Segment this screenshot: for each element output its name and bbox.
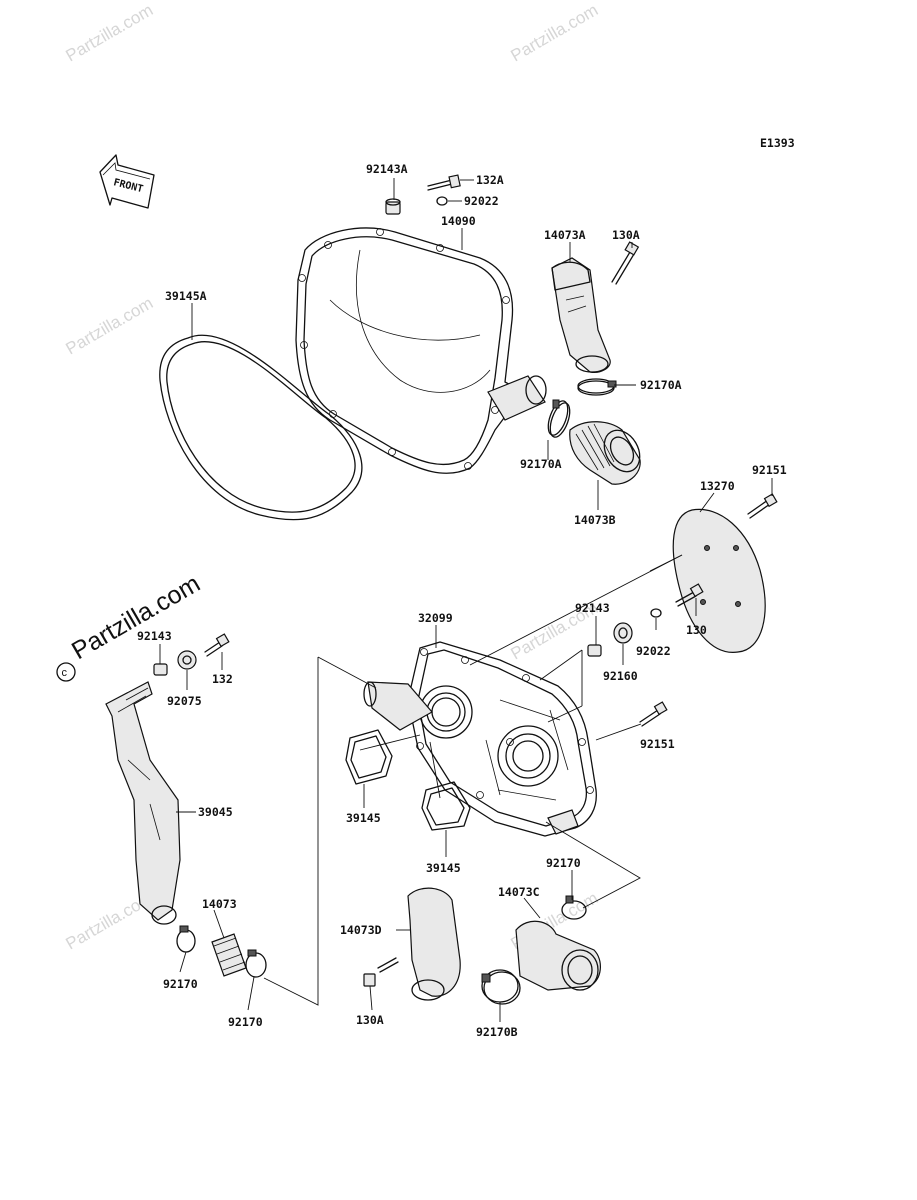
label-92170-left: 92170	[163, 977, 198, 991]
front-arrow-icon: FRONT	[99, 154, 155, 209]
gasket-39145-b	[421, 781, 471, 831]
leader-lines	[125, 178, 773, 1022]
label-132: 132	[212, 672, 233, 686]
clamp-92170-left	[176, 925, 196, 953]
cover-32099	[363, 641, 597, 837]
label-92170A-left: 92170A	[520, 457, 562, 471]
clamp-92170A-right	[577, 378, 617, 396]
cover-14090	[295, 227, 547, 474]
label-92143-left: 92143	[137, 629, 172, 643]
label-14090: 14090	[441, 214, 476, 228]
clamp-92170-bottom	[245, 949, 267, 978]
label-130: 130	[686, 623, 707, 637]
grommet-92160	[613, 622, 633, 644]
label-92160: 92160	[603, 669, 638, 683]
bolt-130	[675, 583, 704, 607]
bolt-92151-top	[747, 493, 778, 519]
collar-92143-left	[153, 663, 168, 676]
diagram-code: E1393	[760, 136, 795, 150]
clamp-92170B	[481, 969, 521, 1005]
label-92151-top: 92151	[752, 463, 787, 477]
clamp-92170-right	[561, 895, 587, 920]
boot-14073B	[569, 421, 641, 485]
label-14073B: 14073B	[574, 513, 616, 527]
bolt-92151-mid	[639, 701, 668, 727]
bolt-130A-bottom	[363, 957, 399, 987]
label-92022-top: 92022	[464, 194, 499, 208]
front-arrow-text: FRONT	[112, 177, 144, 195]
label-92170-bottom: 92170	[228, 1015, 263, 1029]
duct-14073C	[515, 920, 601, 991]
label-14073C: 14073C	[498, 885, 540, 899]
grommet-92075	[177, 650, 197, 670]
label-92022-mid: 92022	[636, 644, 671, 658]
label-32099: 32099	[418, 611, 453, 625]
copyright-c: c	[62, 667, 68, 679]
part-labels: 92143A 132A 92022 14090 14073A 130A 3914…	[137, 162, 787, 1039]
bolt-130A-top	[611, 241, 640, 285]
label-14073: 14073	[202, 897, 237, 911]
washer-92022-mid	[650, 608, 662, 618]
collar-92143A	[385, 198, 401, 215]
bolt-132	[204, 633, 230, 657]
label-130A-bottom: 130A	[356, 1013, 384, 1027]
label-14073D: 14073D	[340, 923, 382, 937]
label-39045: 39045	[198, 805, 233, 819]
copyright-symbol-icon	[56, 662, 76, 682]
label-92170B: 92170B	[476, 1025, 518, 1039]
duct-14073A	[551, 257, 611, 373]
collar-92143-mid	[587, 644, 602, 657]
watermark: Partzilla.com	[63, 293, 157, 358]
bolt-132A	[427, 174, 461, 191]
boot-14073	[211, 933, 247, 977]
gasket-39145-a	[345, 729, 393, 785]
label-132A: 132A	[476, 173, 504, 187]
label-39145A: 39145A	[165, 289, 207, 303]
label-130A-top: 130A	[612, 228, 640, 242]
label-13270: 13270	[700, 479, 735, 493]
label-92151-mid: 92151	[640, 737, 675, 751]
clamp-92170A-left	[547, 399, 571, 438]
label-92170-right: 92170	[546, 856, 581, 870]
gasket-39145A	[159, 334, 363, 521]
duct-39045	[105, 681, 181, 925]
watermark: Partzilla.com	[63, 0, 157, 65]
washer-92022-top	[436, 196, 448, 206]
watermark: Partzilla.com	[508, 0, 602, 65]
label-14073A: 14073A	[544, 228, 586, 242]
label-92075: 92075	[167, 694, 202, 708]
label-39145-a: 39145	[346, 811, 381, 825]
label-39145-b: 39145	[426, 861, 461, 875]
label-92143A: 92143A	[366, 162, 408, 176]
label-92143-mid: 92143	[575, 601, 610, 615]
label-92170A-right: 92170A	[640, 378, 682, 392]
duct-14073D	[407, 887, 461, 1001]
